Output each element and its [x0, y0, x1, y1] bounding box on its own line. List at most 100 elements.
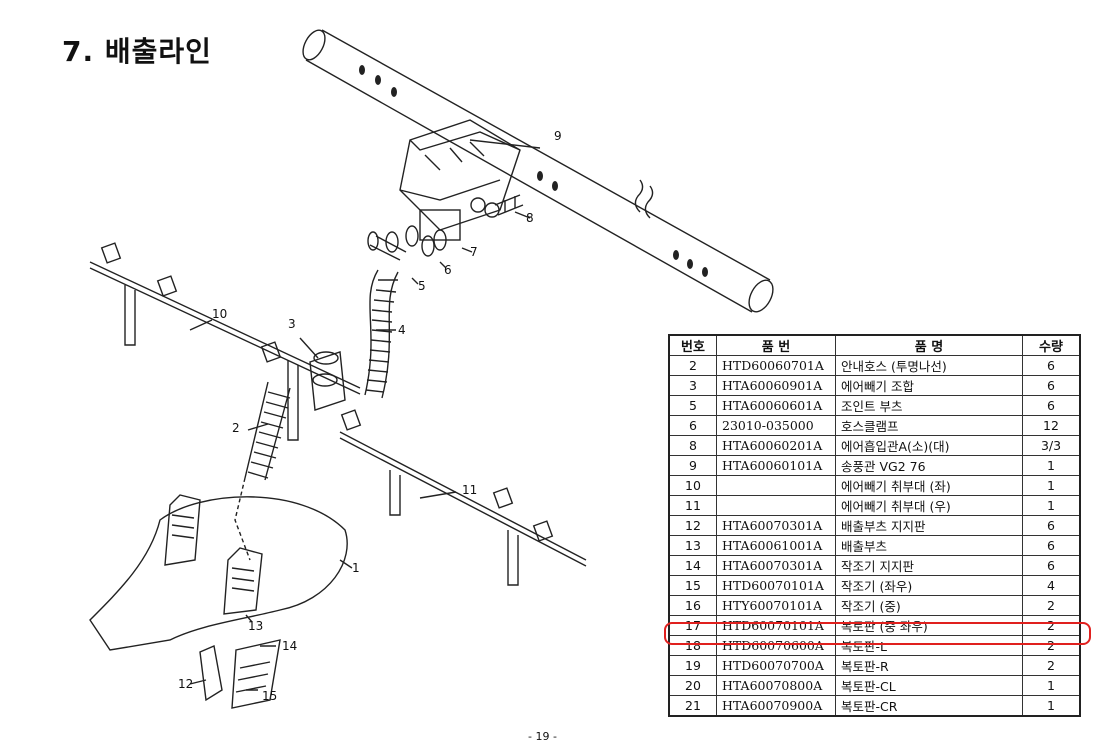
cell-qty: 6	[1022, 355, 1081, 376]
table-row: 11 에어빼기 취부대 (우)1	[668, 495, 1081, 516]
cell-name: 복토판-R	[835, 655, 1023, 676]
header-name: 품 명	[835, 334, 1023, 356]
cell-part-no	[716, 495, 836, 516]
cell-part-no: HTD60070101A	[716, 575, 836, 596]
cell-part-no: HTA60060901A	[716, 375, 836, 396]
cell-no: 14	[668, 555, 717, 576]
cell-part-no: 23010-035000	[716, 415, 836, 436]
cell-part-no: HTY60070101A	[716, 595, 836, 616]
cell-qty: 6	[1022, 375, 1081, 396]
callout-5: 5	[418, 279, 426, 293]
header-no: 번호	[668, 334, 717, 356]
cell-no: 19	[668, 655, 717, 676]
cell-qty: 2	[1022, 655, 1081, 676]
cell-name: 복토판 (중 좌우)	[835, 615, 1023, 636]
cell-part-no: HTD60060701A	[716, 355, 836, 376]
callout-8: 8	[526, 211, 534, 225]
callout-10: 10	[212, 307, 227, 321]
cell-part-no: HTA60060601A	[716, 395, 836, 416]
callout-7: 7	[470, 245, 478, 259]
callout-14: 14	[282, 639, 297, 653]
cell-qty: 12	[1022, 415, 1081, 436]
cell-part-no: HTD60070700A	[716, 655, 836, 676]
cell-name: 에어빼기 취부대 (좌)	[835, 475, 1023, 496]
cell-part-no: HTA60060101A	[716, 455, 836, 476]
cell-name: 호스클램프	[835, 415, 1023, 436]
cell-name: 조인트 부츠	[835, 395, 1023, 416]
callout-12: 12	[178, 677, 193, 691]
cell-name: 에어흡입관A(소)(대)	[835, 435, 1023, 456]
cell-qty: 1	[1022, 695, 1081, 717]
cell-qty: 4	[1022, 575, 1081, 596]
callout-2: 2	[232, 421, 240, 435]
cell-qty: 2	[1022, 595, 1081, 616]
cell-name: 복토판-L	[835, 635, 1023, 656]
callout-9: 9	[554, 129, 562, 143]
cell-name: 복토판-CL	[835, 675, 1023, 696]
cell-no: 16	[668, 595, 717, 616]
cell-no: 5	[668, 395, 717, 416]
cell-no: 11	[668, 495, 717, 516]
table-header-row: 번호 품 번 품 명 수량	[668, 334, 1081, 356]
cell-qty: 1	[1022, 495, 1081, 516]
page-number: - 19 -	[528, 730, 557, 743]
cover-plate	[89, 477, 348, 651]
joint-boots	[367, 225, 447, 261]
cell-qty: 6	[1022, 515, 1081, 536]
callout-15: 15	[262, 689, 277, 703]
cell-part-no: HTA60061001A	[716, 535, 836, 556]
furrow-opener	[199, 639, 281, 709]
highlight-box	[664, 622, 1091, 645]
cell-no: 3	[668, 375, 717, 396]
cell-qty: 1	[1022, 475, 1081, 496]
cell-no: 20	[668, 675, 717, 696]
cell-name: 작조기 지지판	[835, 555, 1023, 576]
page-title: 7. 배출라인	[62, 35, 212, 68]
cell-name: 안내호스 (투명나선)	[835, 355, 1023, 376]
cell-no: 18	[668, 635, 717, 656]
distributor-box	[399, 119, 521, 241]
callout-1: 1	[352, 561, 360, 575]
cell-no: 2	[668, 355, 717, 376]
callout-11: 11	[462, 483, 477, 497]
cell-name: 복토판-CR	[835, 695, 1023, 717]
callout-3: 3	[288, 317, 296, 331]
header-part-no: 품 번	[716, 334, 836, 356]
cell-name: 에어빼기 취부대 (우)	[835, 495, 1023, 516]
cell-name: 작조기 (좌우)	[835, 575, 1023, 596]
cell-no: 8	[668, 435, 717, 456]
cell-part-no: HTA60060201A	[716, 435, 836, 456]
cell-no: 12	[668, 515, 717, 536]
cell-name: 배출부츠	[835, 535, 1023, 556]
air-vent-assembly	[309, 351, 346, 411]
guide-hose	[244, 381, 291, 481]
cell-part-no: HTD60070101A	[716, 615, 836, 636]
cell-no: 6	[668, 415, 717, 436]
cell-qty: 1	[1022, 675, 1081, 696]
callout-4: 4	[398, 323, 406, 337]
cell-name: 배출부츠 지지판	[835, 515, 1023, 536]
cell-part-no: HTA60070900A	[716, 695, 836, 717]
corrugated-hose	[364, 269, 399, 399]
mount-rail-left	[89, 242, 361, 441]
cell-no: 15	[668, 575, 717, 596]
cell-name: 송풍관 VG2 76	[835, 455, 1023, 476]
cell-no: 13	[668, 535, 717, 556]
callout-6: 6	[444, 263, 452, 277]
